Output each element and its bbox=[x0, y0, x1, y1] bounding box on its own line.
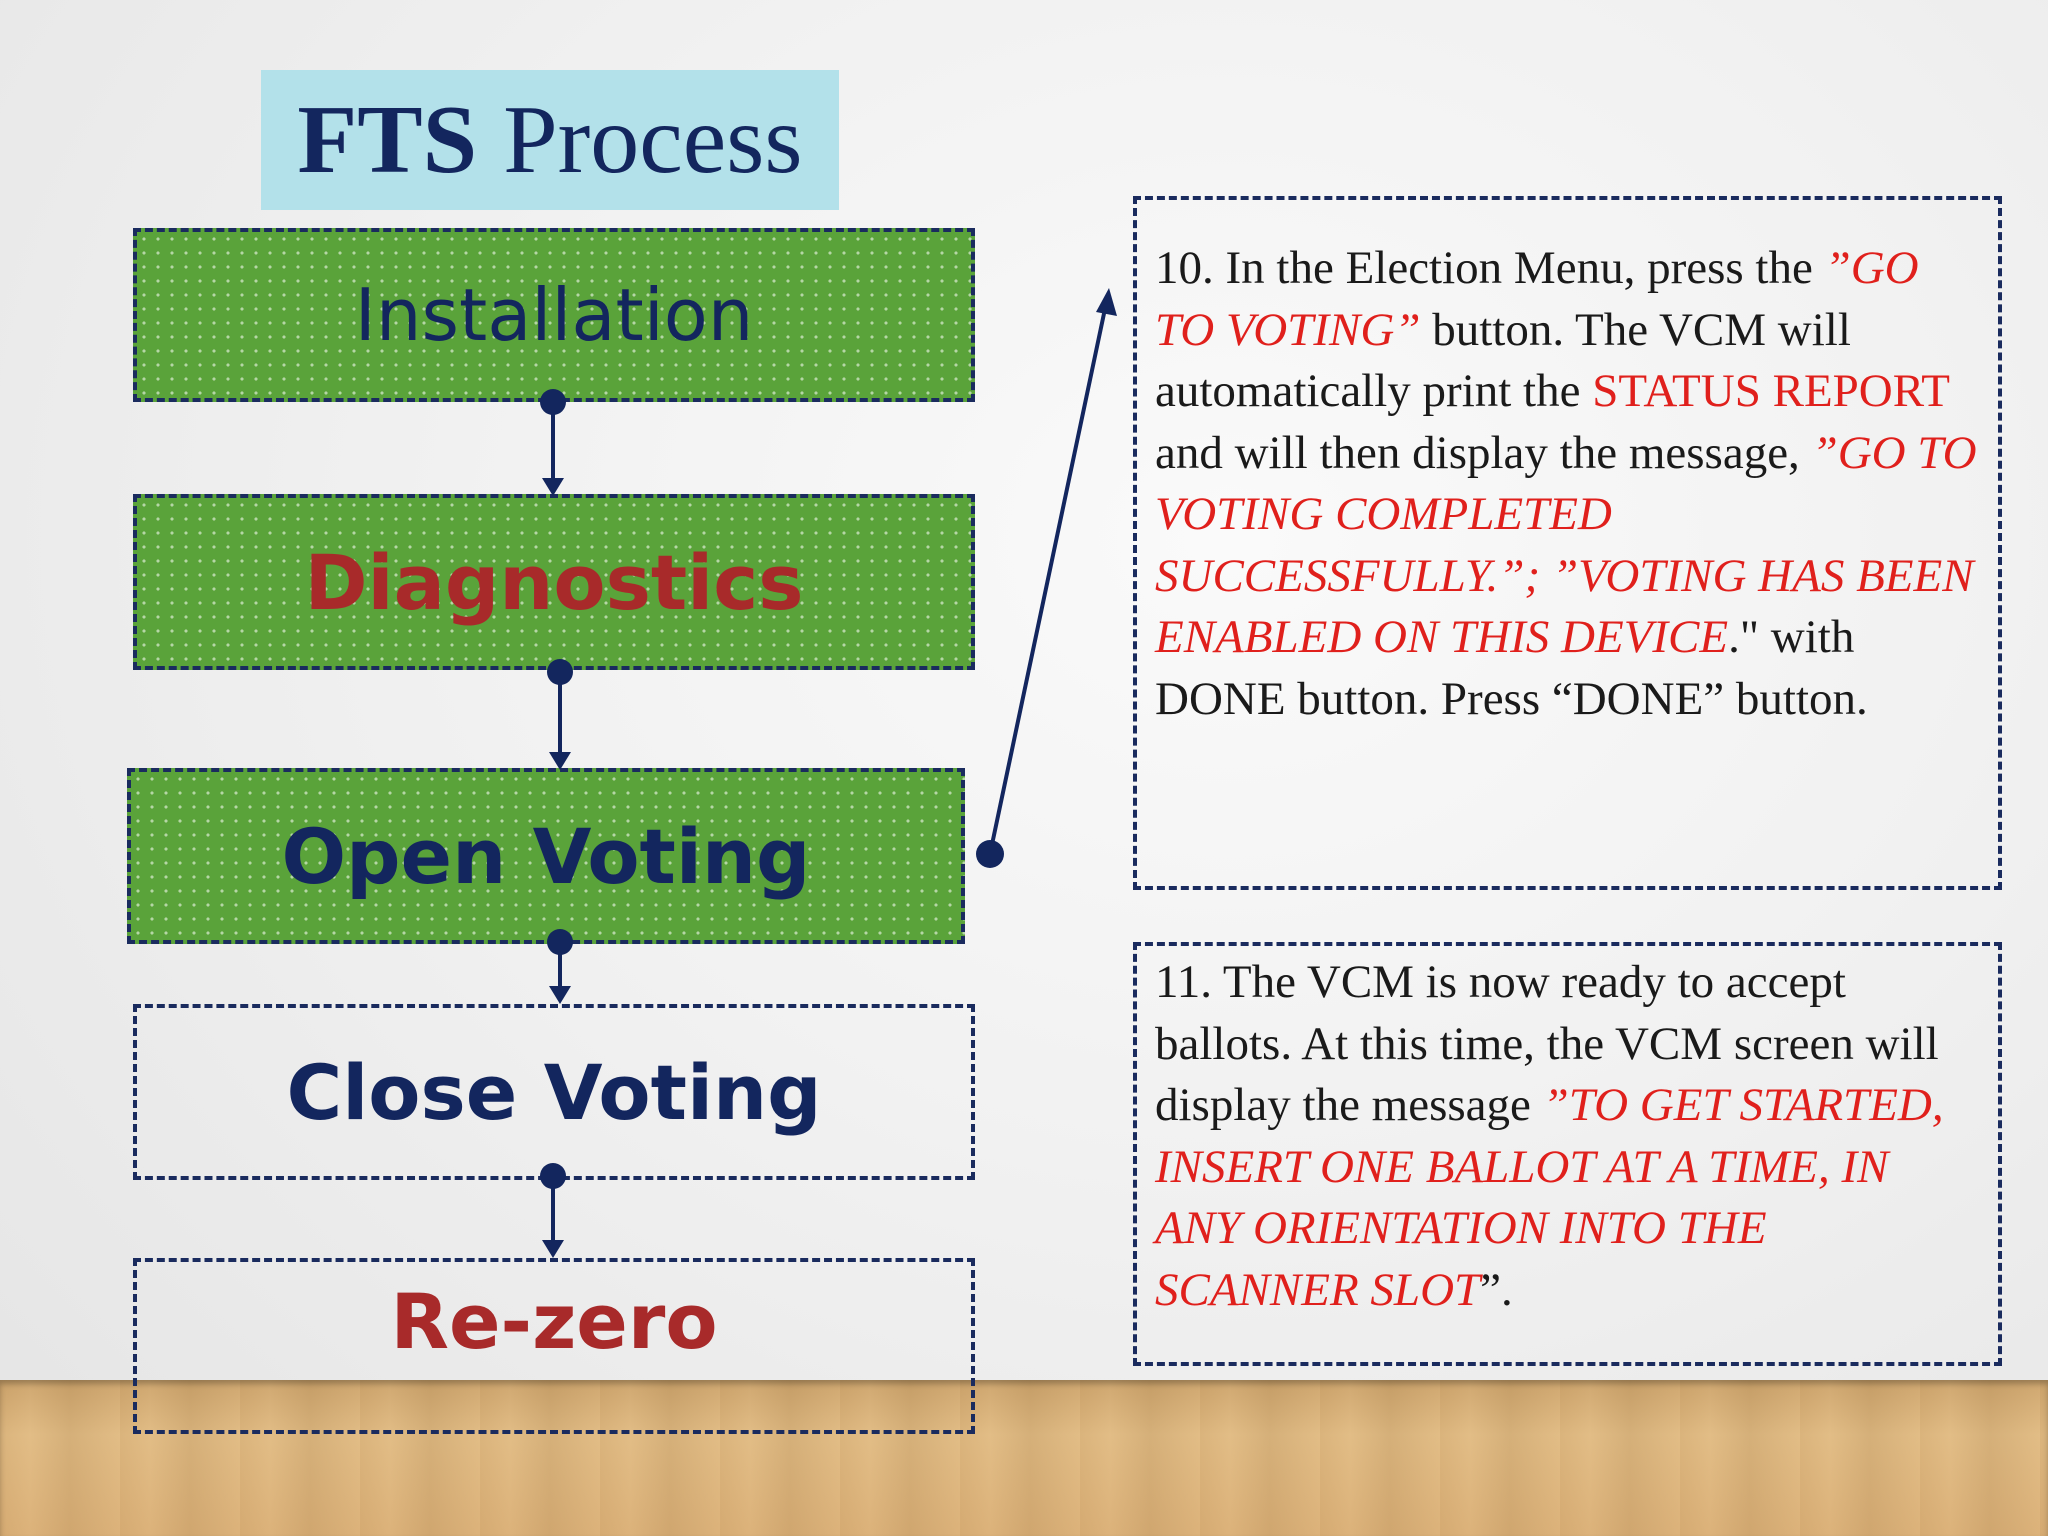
callout-arrow bbox=[976, 288, 1117, 868]
step-close-voting: Close Voting bbox=[133, 1004, 975, 1180]
step-installation: Installation bbox=[133, 228, 975, 402]
info-text: ”. bbox=[1480, 1263, 1513, 1316]
info-box-step-10: 10. In the Election Menu, press the ”GO … bbox=[1133, 196, 2002, 890]
connector-diagnostics-open-voting bbox=[547, 659, 573, 770]
info-highlight: STATUS REPORT bbox=[1592, 365, 1950, 417]
step-label: Diagnostics bbox=[304, 537, 804, 627]
info-text: and will then display the message, bbox=[1155, 426, 1812, 479]
step-re-zero: Re-zero bbox=[133, 1258, 975, 1434]
step-open-voting: Open Voting bbox=[127, 768, 965, 944]
title-rest: Process bbox=[503, 86, 803, 194]
step-label: Open Voting bbox=[281, 811, 811, 901]
step-label: Installation bbox=[354, 273, 754, 357]
info-highlight: ”TO GET STARTED, INSERT ONE BALLOT AT A … bbox=[1155, 1079, 1944, 1316]
connector-open-voting-close-voting bbox=[547, 929, 573, 1004]
info-highlight: ”GO TO VOTING” bbox=[1155, 242, 1919, 356]
step-diagnostics: Diagnostics bbox=[133, 494, 975, 670]
connector-installation-diagnostics bbox=[540, 389, 566, 496]
info-text: button. The VCM will automatically print… bbox=[1155, 303, 1851, 418]
wooden-floor bbox=[0, 1380, 2048, 1536]
info-box-step-11: 11. The VCM is now ready to accept ballo… bbox=[1133, 942, 2002, 1366]
step-label: Re-zero bbox=[390, 1276, 718, 1366]
title-bold: FTS bbox=[297, 86, 478, 194]
info-text: ." with DONE button. Press “DONE” button… bbox=[1155, 611, 1868, 725]
info-highlight: ”GO TO VOTING COMPLETED SUCCESSFULLY.”; … bbox=[1155, 426, 1977, 664]
page-title: FTS Process bbox=[261, 70, 839, 210]
info-text: 11. The VCM is now ready to accept ballo… bbox=[1155, 956, 1939, 1131]
connector-close-voting-re-zero bbox=[540, 1163, 566, 1258]
step-label: Close Voting bbox=[286, 1047, 822, 1137]
info-text: 10. In the Election Menu, press the bbox=[1155, 242, 1825, 294]
